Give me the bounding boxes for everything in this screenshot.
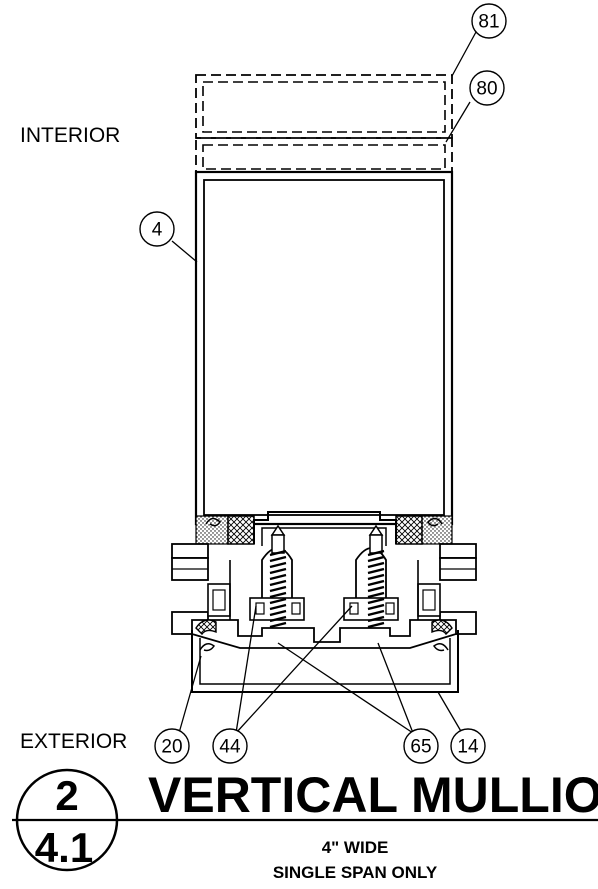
callout-44: 44 (212, 728, 248, 764)
drawing-title: VERTICAL MULLION (148, 767, 598, 823)
mullion-body (194, 170, 454, 526)
center-channel (253, 511, 397, 546)
detail-marker: 2 4.1 (12, 768, 598, 872)
drawing-subtitle-span: SINGLE SPAN ONLY (273, 863, 438, 882)
callout-65-text: 65 (410, 737, 431, 758)
callout-20: 20 (154, 728, 190, 764)
exterior-label: EXTERIOR (20, 730, 127, 753)
callout-14-text: 14 (457, 737, 479, 758)
drawing-subtitle-width: 4" WIDE (322, 838, 389, 857)
pressure-plate (191, 619, 457, 649)
callout-80: 80 (469, 70, 505, 106)
detail-number: 2 (55, 772, 78, 819)
callout-81: 81 (471, 3, 507, 39)
callout-80-text: 80 (476, 79, 497, 100)
dashed-extension-80 (195, 137, 453, 174)
callout-81-text: 81 (478, 12, 499, 33)
screw-right (365, 524, 387, 645)
callout-44-text: 44 (219, 737, 241, 758)
leader-lines (171, 31, 477, 734)
interior-label: INTERIOR (20, 124, 120, 147)
callout-14: 14 (450, 728, 486, 764)
callout-4-text: 4 (152, 220, 163, 241)
screw-left (267, 524, 289, 645)
dashed-extension-81 (195, 74, 453, 139)
callout-4: 4 (139, 211, 175, 247)
edge-gasket-left (195, 619, 217, 652)
detail-sheet: 4.1 (35, 824, 93, 871)
callout-20-text: 20 (161, 737, 182, 758)
edge-gasket-right (431, 619, 453, 652)
callout-65: 65 (403, 728, 439, 764)
